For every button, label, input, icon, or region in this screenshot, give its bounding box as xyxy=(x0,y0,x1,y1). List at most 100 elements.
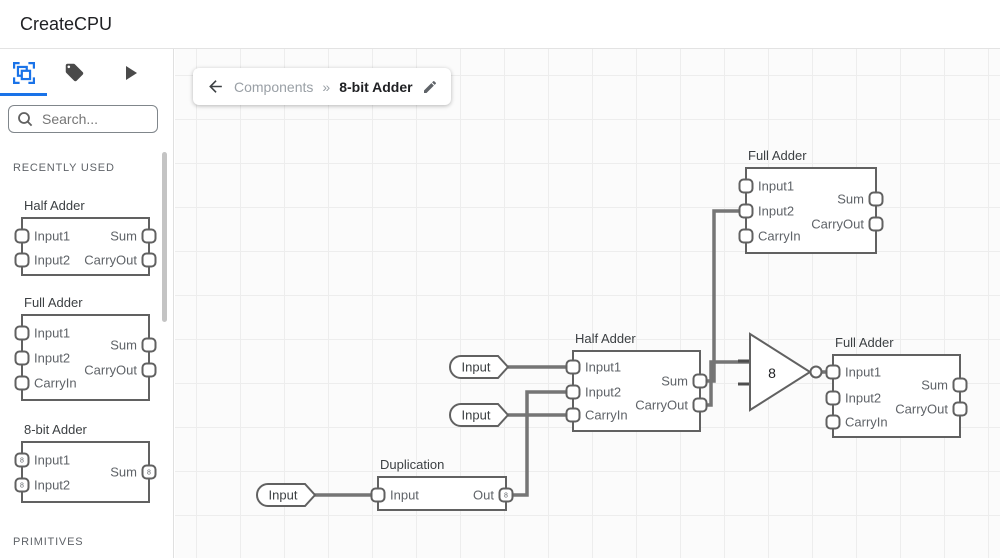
node-title: Full Adder xyxy=(24,295,83,310)
inverter-bubble[interactable] xyxy=(809,365,823,379)
port-label: CarryOut xyxy=(635,398,688,413)
node-title: Full Adder xyxy=(748,148,807,163)
port-label: Input2 xyxy=(845,391,881,406)
node-title: Half Adder xyxy=(24,198,85,213)
port-label: CarryOut xyxy=(84,253,137,268)
input-pin-body[interactable] xyxy=(256,483,317,507)
port-sum[interactable] xyxy=(868,191,884,207)
port-carryout[interactable] xyxy=(692,397,708,413)
port-input2[interactable] xyxy=(565,384,581,400)
back-button[interactable] xyxy=(206,77,225,96)
node-body[interactable] xyxy=(745,167,877,254)
node-title: Half Adder xyxy=(575,331,636,346)
port-carryout[interactable] xyxy=(141,252,157,268)
input-pin-label: Input xyxy=(269,488,298,503)
app-header: CreateCPU xyxy=(0,0,1000,49)
port-label: Sum xyxy=(110,229,137,244)
search-input[interactable] xyxy=(40,110,144,128)
port-sum[interactable] xyxy=(692,373,708,389)
inverter-bits-label: 8 xyxy=(768,365,776,381)
port-carryin[interactable] xyxy=(14,375,30,391)
port-carryin[interactable] xyxy=(738,228,754,244)
breadcrumb-current: 8-bit Adder xyxy=(339,78,413,95)
port-out[interactable] xyxy=(498,487,514,503)
port-carryin[interactable] xyxy=(825,414,841,430)
port-input2[interactable] xyxy=(14,477,30,493)
port-input2[interactable] xyxy=(825,390,841,406)
node-title: 8-bit Adder xyxy=(24,422,88,437)
port-sum[interactable] xyxy=(141,228,157,244)
breadcrumb-parent[interactable]: Components xyxy=(234,78,314,95)
sidebar: RECENTLY USED Half AdderInput1Input2SumC… xyxy=(0,49,174,558)
tab-tags[interactable] xyxy=(47,49,102,96)
port-carryout[interactable] xyxy=(868,216,884,232)
port-label: CarryOut xyxy=(895,402,948,417)
port-sum[interactable] xyxy=(141,464,157,480)
breadcrumb: Components » 8-bit Adder xyxy=(193,68,451,105)
sidebar-scrollbar-thumb[interactable] xyxy=(162,152,167,322)
port-label: Input2 xyxy=(34,478,70,493)
port-label: Sum xyxy=(110,338,137,353)
port-carryin[interactable] xyxy=(565,407,581,423)
port-label: Input1 xyxy=(34,453,70,468)
port-input1[interactable] xyxy=(825,364,841,380)
port-input1[interactable] xyxy=(14,228,30,244)
port-label: CarryIn xyxy=(845,415,888,430)
input-pin-body[interactable] xyxy=(449,403,510,427)
port-label: Input1 xyxy=(34,326,70,341)
section-recently-used: RECENTLY USED xyxy=(13,162,115,174)
node-body[interactable] xyxy=(21,217,150,276)
port-input[interactable] xyxy=(370,487,386,503)
port-input2[interactable] xyxy=(14,350,30,366)
port-label: Input2 xyxy=(585,385,621,400)
port-carryout[interactable] xyxy=(141,362,157,378)
edit-name-button[interactable] xyxy=(422,79,438,95)
port-label: Input2 xyxy=(34,253,70,268)
node-body[interactable] xyxy=(21,314,150,401)
port-label: Out xyxy=(473,488,494,503)
wire[interactable] xyxy=(704,209,746,383)
node-input-pin[interactable]: Input xyxy=(449,355,510,379)
node-input-pin[interactable]: Input xyxy=(256,483,317,507)
port-input1[interactable] xyxy=(738,178,754,194)
tab-components[interactable] xyxy=(0,49,47,96)
port-label: Sum xyxy=(661,374,688,389)
port-input2[interactable] xyxy=(738,203,754,219)
breadcrumb-separator: » xyxy=(322,78,331,95)
inverter-body[interactable] xyxy=(749,332,812,412)
search-box[interactable] xyxy=(8,105,158,133)
port-input1[interactable] xyxy=(565,359,581,375)
port-input1[interactable] xyxy=(14,452,30,468)
port-bits: 8 xyxy=(20,458,24,465)
play-icon xyxy=(125,65,137,80)
section-primitives: PRIMITIVES xyxy=(13,536,84,548)
port-sum[interactable] xyxy=(141,337,157,353)
node-input-pin[interactable]: Input xyxy=(449,403,510,427)
pencil-icon xyxy=(423,80,436,93)
port-input1[interactable] xyxy=(14,325,30,341)
port-input2[interactable] xyxy=(14,252,30,268)
port-carryout[interactable] xyxy=(952,401,968,417)
components-icon xyxy=(12,61,35,84)
port-bits: 8 xyxy=(20,483,24,490)
port-sum[interactable] xyxy=(952,377,968,393)
port-label: Sum xyxy=(110,465,137,480)
node-inverter-8bit[interactable]: 8 xyxy=(738,332,823,412)
port-label: Input1 xyxy=(845,365,881,380)
port-label: Input1 xyxy=(585,360,621,375)
wire[interactable] xyxy=(511,390,573,497)
port-bits: 8 xyxy=(504,493,508,500)
input-pin-body[interactable] xyxy=(449,355,510,379)
port-label: Input1 xyxy=(758,179,794,194)
node-body[interactable] xyxy=(832,354,961,438)
tab-simulate[interactable] xyxy=(102,49,157,96)
